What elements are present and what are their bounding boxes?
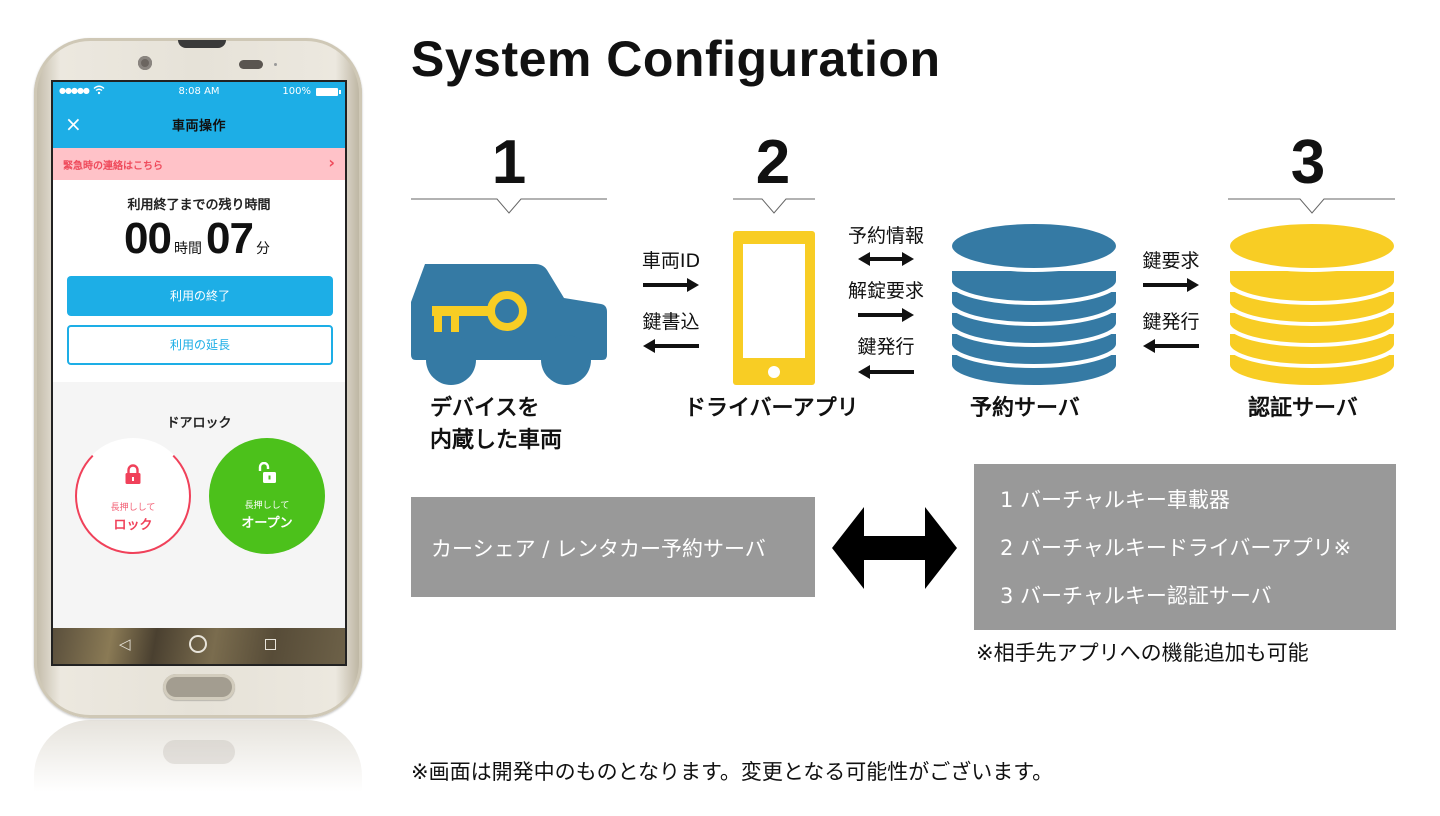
open-hint: 長押しして bbox=[244, 501, 290, 511]
database-disk-band bbox=[1226, 267, 1398, 305]
back-icon[interactable]: ◁ bbox=[119, 635, 131, 653]
component-item-3: 3 バーチャルキー認証サーバ bbox=[1000, 584, 1272, 608]
emergency-contact-text: 緊急時の連絡はこちら bbox=[63, 161, 163, 172]
arrow-left-icon bbox=[858, 364, 914, 384]
flow-label-key-write: 鍵書込 bbox=[642, 311, 700, 333]
lock-icon bbox=[124, 464, 142, 488]
flow-label-key-issue: 鍵発行 bbox=[857, 336, 915, 358]
key-icon bbox=[432, 291, 527, 332]
vehicle-label-line2: 内蔵した車両 bbox=[430, 428, 563, 453]
screen-title: 車両操作 bbox=[171, 118, 226, 133]
arrow-right-icon bbox=[1143, 277, 1199, 297]
app-integration-note: ※相手先アプリへの機能追加も可能 bbox=[976, 641, 1309, 665]
component-item-1: 1 バーチャルキー車載器 bbox=[1000, 488, 1230, 512]
proximity-sensor bbox=[274, 63, 277, 66]
arrow-left-icon bbox=[643, 338, 699, 358]
car-body bbox=[411, 264, 607, 360]
earpiece-speaker bbox=[239, 60, 263, 69]
door-lock-section: ドアロック 長押しして ロック 長押しして オープン bbox=[53, 382, 345, 628]
arrow-right-icon bbox=[643, 277, 699, 297]
status-bar: ●●●●● 8:08 AM 100% bbox=[53, 82, 345, 102]
lock-button[interactable]: 長押しして ロック bbox=[75, 438, 191, 554]
open-label: オープン bbox=[241, 516, 293, 531]
end-usage-button[interactable]: 利用の終了 bbox=[67, 276, 333, 316]
battery-icon bbox=[316, 88, 341, 96]
car-wheel-rear bbox=[541, 335, 591, 385]
front-camera-icon bbox=[138, 56, 152, 70]
wifi-icon bbox=[93, 85, 105, 98]
close-icon[interactable]: × bbox=[65, 112, 82, 136]
arrow-right-icon bbox=[858, 307, 914, 327]
chevron-right-icon: › bbox=[328, 153, 335, 172]
extend-usage-button[interactable]: 利用の延長 bbox=[67, 325, 333, 365]
reservation-server-database-icon bbox=[948, 220, 1120, 394]
phone-notch bbox=[178, 40, 226, 48]
component-number-3: 3 bbox=[1290, 128, 1326, 197]
diagram-title: System Configuration bbox=[411, 31, 941, 87]
smartphone-icon bbox=[733, 231, 815, 389]
flow-label-key-issue-auth: 鍵発行 bbox=[1142, 311, 1200, 333]
app-screen: ●●●●● 8:08 AM 100% × 車両操作 緊急時の連絡はこちら › 利… bbox=[51, 80, 347, 666]
phone-reflection-home bbox=[163, 740, 235, 764]
signal-icon: ●●●●● bbox=[59, 86, 90, 95]
remaining-time-label: 利用終了までの残り時間 bbox=[127, 198, 271, 213]
component-item-2: 2 バーチャルキードライバーアプリ※ bbox=[1000, 536, 1352, 560]
arrow-left-icon bbox=[1143, 338, 1199, 358]
arrow-bidirectional-icon bbox=[858, 251, 914, 271]
home-button[interactable] bbox=[163, 674, 235, 700]
emergency-contact-banner[interactable]: 緊急時の連絡はこちら › bbox=[53, 148, 345, 180]
car-with-key-icon bbox=[411, 262, 608, 390]
flow-label-vehicle-id: 車両ID bbox=[641, 250, 701, 272]
flow-label-reservation-info: 予約情報 bbox=[847, 225, 924, 247]
bracket-3 bbox=[1228, 198, 1395, 214]
app-header: × 車両操作 bbox=[53, 102, 345, 148]
bracket-2 bbox=[733, 198, 815, 214]
virtual-key-components-box: 1 バーチャルキー車載器 2 バーチャルキードライバーアプリ※ 3 バーチャルキ… bbox=[974, 464, 1396, 630]
driver-app-label: ドライバーアプリ bbox=[684, 396, 859, 421]
phone-reflection bbox=[34, 720, 362, 810]
carshare-server-box: カーシェア / レンタカー予約サーバ bbox=[411, 497, 815, 597]
database-top-disk bbox=[1226, 220, 1398, 272]
lock-hint: 長押しして bbox=[110, 503, 156, 513]
minutes-value: 07 bbox=[206, 214, 254, 263]
component-number-1: 1 bbox=[491, 128, 527, 197]
flow-label-unlock-request: 解錠要求 bbox=[847, 280, 924, 302]
door-lock-heading: ドアロック bbox=[166, 416, 232, 431]
battery-percent: 100% bbox=[282, 86, 311, 97]
vehicle-label-line1: デバイスを bbox=[430, 396, 540, 421]
car-wheel-front bbox=[426, 335, 476, 385]
minutes-unit: 分 bbox=[255, 241, 270, 257]
auth-server-label: 認証サーバ bbox=[1248, 396, 1358, 421]
recent-apps-icon[interactable] bbox=[265, 639, 276, 650]
open-button[interactable]: 長押しして オープン bbox=[209, 438, 325, 554]
database-top-disk bbox=[948, 220, 1120, 272]
reservation-server-label: 予約サーバ bbox=[970, 396, 1080, 421]
android-navigation-bar: ◁ bbox=[53, 628, 345, 664]
development-footnote: ※画面は開発中のものとなります。変更となる可能性がございます。 bbox=[411, 760, 1054, 784]
home-circle-icon[interactable] bbox=[189, 635, 207, 653]
big-bidirectional-arrow-icon bbox=[832, 507, 957, 593]
carshare-server-text: カーシェア / レンタカー予約サーバ bbox=[431, 537, 766, 561]
bracket-1 bbox=[411, 198, 607, 214]
status-time: 8:08 AM bbox=[178, 86, 220, 97]
hours-value: 00 bbox=[124, 214, 172, 263]
component-number-2: 2 bbox=[755, 128, 791, 197]
lock-label: ロック bbox=[113, 518, 153, 533]
auth-server-database-icon bbox=[1226, 220, 1398, 394]
database-disk-band bbox=[948, 267, 1120, 305]
unlock-icon bbox=[257, 461, 277, 488]
flow-label-key-request: 鍵要求 bbox=[1142, 250, 1200, 272]
hours-unit: 時間 bbox=[174, 241, 202, 257]
